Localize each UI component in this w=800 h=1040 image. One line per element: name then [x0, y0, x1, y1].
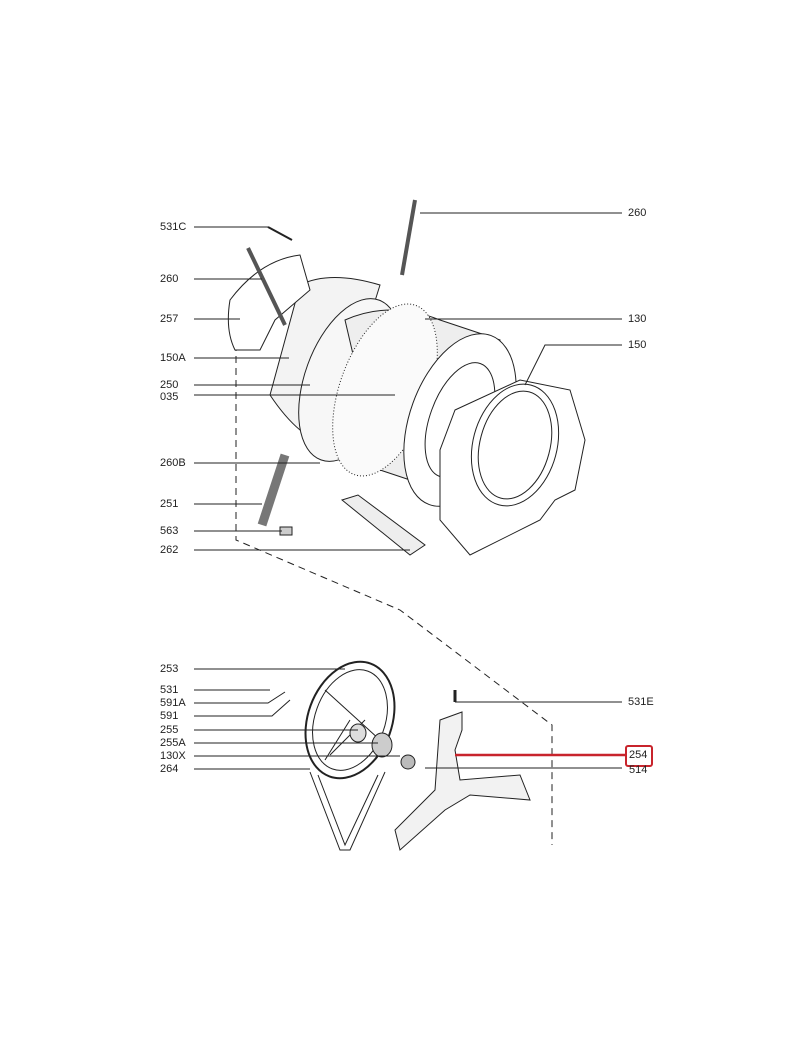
part-label-531: 531 — [160, 684, 179, 696]
part-label-260-left: 260 — [160, 273, 179, 285]
spring-260-left — [246, 247, 287, 326]
spider-254 — [394, 711, 531, 851]
part-label-262: 262 — [160, 544, 179, 556]
seal-130X — [400, 754, 416, 770]
shock-absorber-251 — [257, 453, 290, 527]
belt-264 — [309, 771, 386, 851]
part-label-514: 514 — [629, 764, 648, 776]
part-label-255: 255 — [160, 724, 179, 736]
part-label-531C: 531C — [160, 221, 187, 233]
part-label-250: 250 — [160, 379, 179, 391]
part-label-035: 035 — [160, 391, 179, 403]
part-label-251: 251 — [160, 498, 179, 510]
part-label-260-right: 260 — [628, 207, 647, 219]
bearing-255A — [371, 732, 393, 758]
leader-lines — [194, 212, 622, 770]
highlight-box-254 — [625, 745, 653, 767]
bracket-262 — [340, 494, 426, 556]
part-label-150: 150 — [628, 339, 647, 351]
part-label-260B: 260B — [160, 457, 186, 469]
part-label-130X: 130X — [160, 750, 186, 762]
part-label-563: 563 — [160, 525, 179, 537]
part-label-130: 130 — [628, 313, 647, 325]
counterweight-257 — [227, 254, 311, 351]
assembly-outline-dashed — [235, 320, 553, 845]
part-label-531E: 531E — [628, 696, 654, 708]
part-label-591: 591 — [160, 710, 179, 722]
part-label-254: 254 — [629, 749, 648, 761]
part-label-253: 253 — [160, 663, 179, 675]
part-label-150A: 150A — [160, 352, 186, 364]
bearing-255 — [349, 723, 367, 743]
spring-260-right — [400, 199, 417, 276]
part-label-591A: 591A — [160, 697, 186, 709]
pulley-253 — [304, 660, 396, 780]
part-label-264: 264 — [160, 763, 179, 775]
part-label-257: 257 — [160, 313, 179, 325]
part-label-255A: 255A — [160, 737, 186, 749]
bolt-531C — [267, 226, 293, 241]
front-tub-150 — [439, 379, 586, 556]
